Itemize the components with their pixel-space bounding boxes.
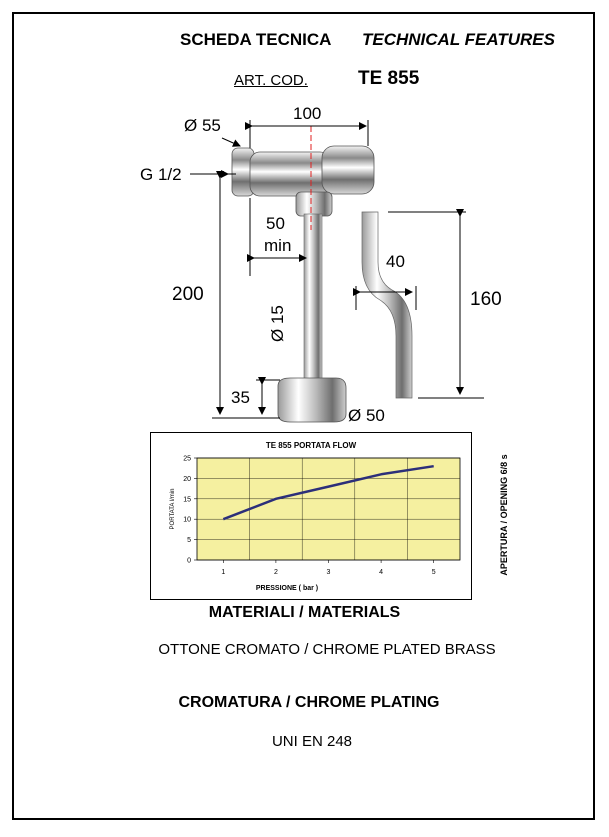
chart-title: TE 855 PORTATA FLOW <box>266 441 357 450</box>
grid-lines <box>197 457 460 561</box>
label-base-height: 35 <box>231 388 250 407</box>
bent-tube <box>361 211 413 399</box>
flow-series-line <box>222 464 434 521</box>
flow-chart: TE 855 PORTATA FLOW 0 5 10 15 20 25 1 2 3 4 5 PRE… <box>150 432 472 600</box>
y-tick-label: 15 <box>183 496 191 503</box>
y-axis-label: PORTATA l/min <box>170 489 176 530</box>
label-bend-offset: 40 <box>386 252 405 271</box>
valve-body <box>231 145 375 217</box>
x-axis-ticks: 1 2 3 4 5 <box>221 560 436 576</box>
label-min-offset-value: 50 <box>266 214 285 233</box>
y-tick-label: 20 <box>183 476 191 483</box>
x-tick-label: 1 <box>221 569 225 576</box>
label-base-diameter: Ø 50 <box>348 406 385 425</box>
materials-heading: MATERIALI / MATERIALS <box>208 604 401 621</box>
label-width: 100 <box>293 104 322 123</box>
opening-time-text: APERTURA / OPENING 6/8 s <box>499 454 509 575</box>
y-tick-label: 10 <box>183 517 191 524</box>
x-axis-label: PRESSIONE ( bar ) <box>256 585 318 592</box>
title-english: TECHNICAL FEATURES <box>362 30 555 49</box>
label-bend-height: 160 <box>470 289 502 310</box>
label-min-offset-unit: min <box>264 236 292 255</box>
label-height: 200 <box>172 284 204 305</box>
y-tick-label: 5 <box>187 537 191 544</box>
label-tube-diameter: Ø 15 <box>268 305 287 342</box>
article-code-label: ART. COD. <box>234 72 308 89</box>
y-tick-label: 0 <box>187 558 191 565</box>
dim-arrow-outer-diameter <box>221 137 241 147</box>
opening-time-label: APERTURA / OPENING 6/8 s <box>499 454 509 575</box>
plating-value: UNI EN 248 <box>271 733 353 750</box>
page-frame <box>12 12 595 820</box>
materials-value: OTTONE CROMATO / CHROME PLATED BRASS <box>158 641 496 658</box>
x-tick-label: 5 <box>432 569 436 576</box>
title-italian: SCHEDA TECNICA <box>180 30 332 49</box>
y-tick-label: 25 <box>183 456 191 463</box>
x-tick-label: 3 <box>327 569 331 576</box>
label-thread: G 1/2 <box>140 165 182 184</box>
x-tick-label: 4 <box>379 569 383 576</box>
article-code-value: TE 855 <box>358 68 420 89</box>
label-outer-diameter: Ø 55 <box>184 116 221 135</box>
y-axis-ticks: 0 5 10 15 20 25 <box>183 456 197 565</box>
vertical-tube <box>303 213 323 383</box>
plot-area <box>196 457 461 561</box>
plating-heading: CROMATURA / CHROME PLATING <box>178 694 440 711</box>
technical-drawing <box>190 120 484 423</box>
wall-flange <box>277 377 347 423</box>
x-tick-label: 2 <box>274 569 278 576</box>
